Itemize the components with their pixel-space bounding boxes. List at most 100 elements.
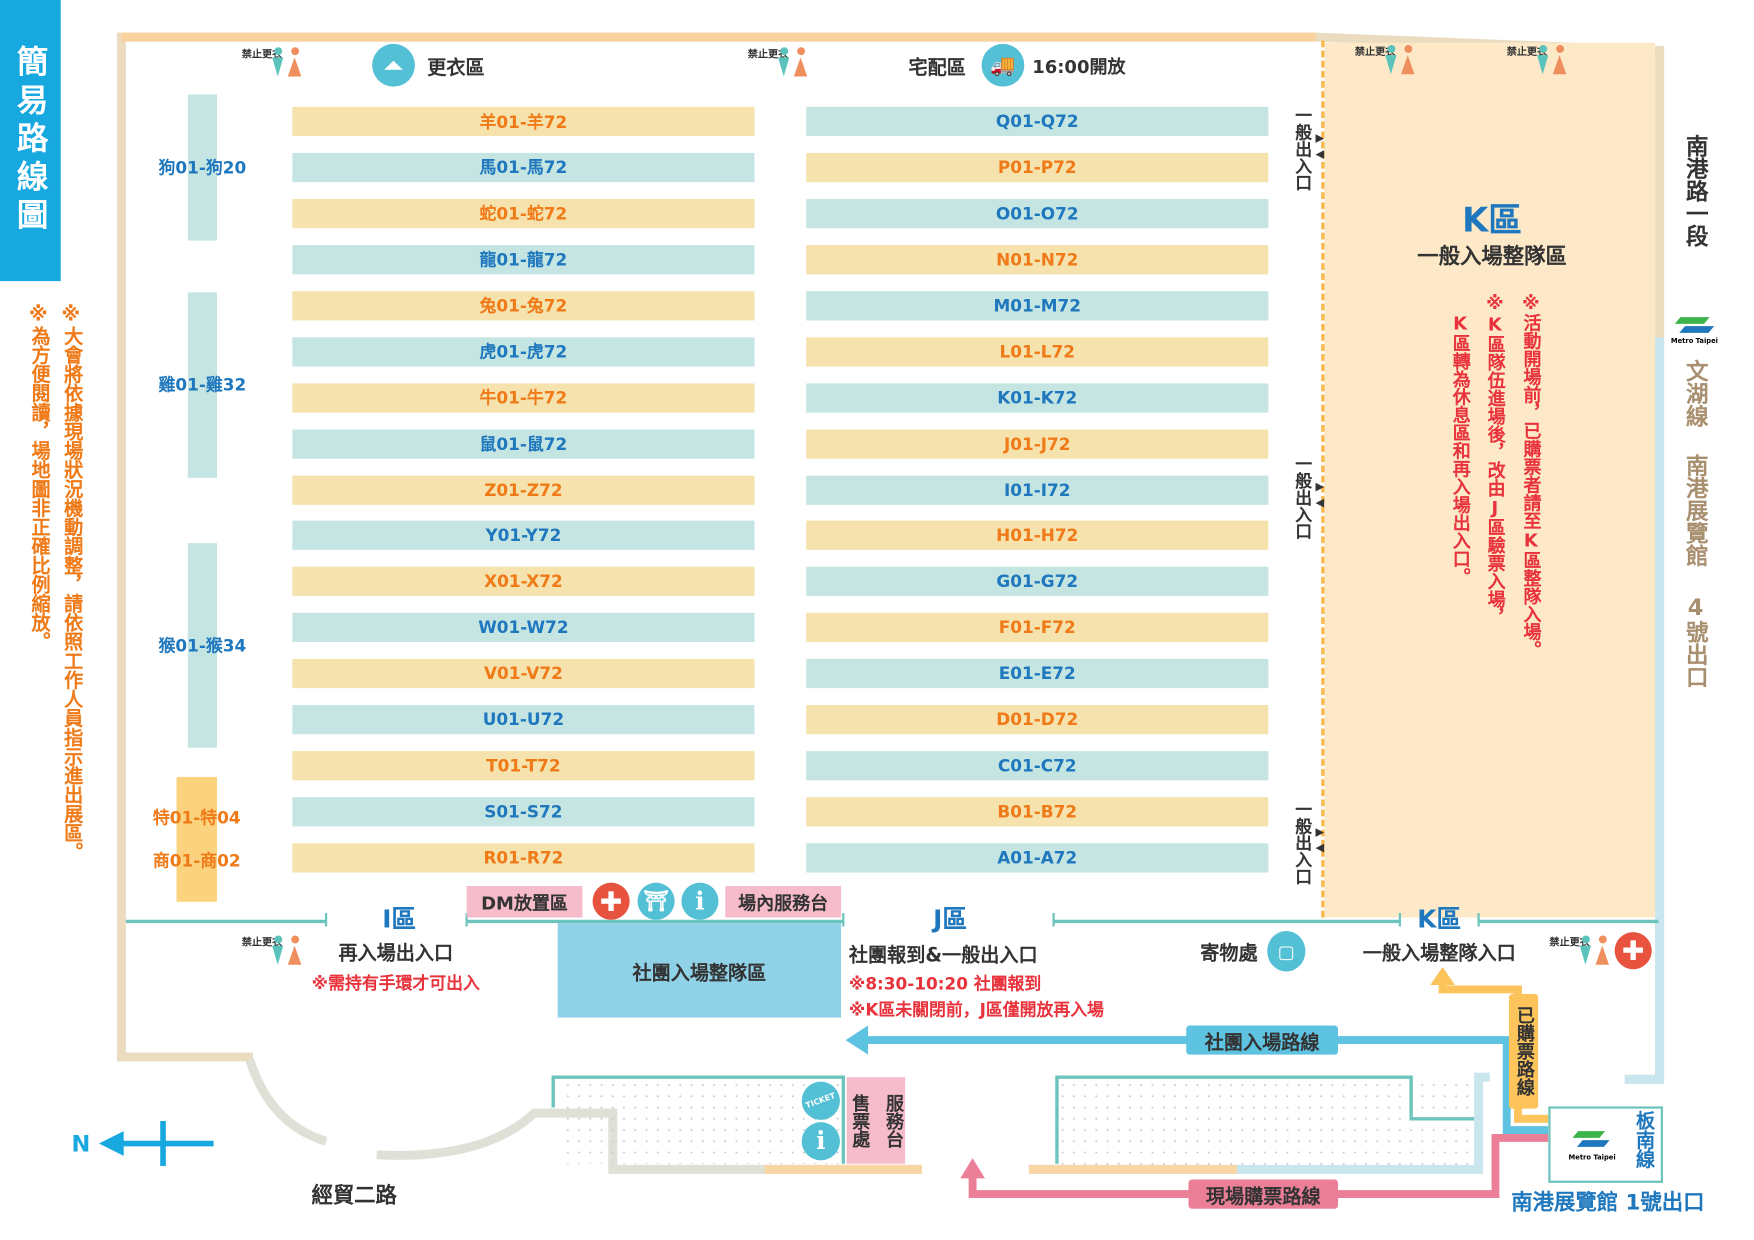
booth-row: X01-X72 — [292, 567, 755, 597]
section-tick — [1477, 913, 1480, 927]
chicken-label: 雞01-雞32 — [158, 374, 247, 396]
booth-row: 鼠01-鼠72 — [292, 429, 755, 459]
locker-label: 寄物處 — [1200, 942, 1258, 966]
road-jingmao: 經貿二路 — [311, 1183, 397, 1209]
booth-row: I01-I72 — [806, 475, 1269, 505]
chicken-block — [187, 292, 218, 478]
gate-arrows-icon: ▶◀ — [1315, 481, 1325, 510]
k-zone-subtitle: 一般入場整隊區 — [1417, 244, 1567, 270]
stool-icon: ⛩ — [637, 882, 675, 920]
special-block — [176, 776, 218, 902]
bought-route-label: 已購票路線 — [1508, 993, 1539, 1109]
note-scale: ※為方便閱讀，場地圖非正確比例縮放。 — [26, 303, 50, 652]
booth-row: C01-C72 — [806, 751, 1269, 781]
road-arc — [245, 1057, 328, 1146]
ticket-icon: TICKET — [801, 1081, 840, 1120]
service-desk-area: 場內服務台 — [725, 886, 842, 918]
exit1-label: 南港展覽館 1號出口 — [1511, 1190, 1705, 1215]
ticket-office-label: 售票處 — [848, 1093, 871, 1148]
gate-arrows-icon: ▶◀ — [1315, 826, 1325, 855]
booth-row: W01-W72 — [292, 613, 755, 643]
delivery-time: 16:00開放 — [1032, 56, 1126, 78]
booth-row: O01-O72 — [806, 198, 1269, 229]
k-gate-label: 一般入場整隊入口 — [1362, 942, 1516, 966]
booth-row: S01-S72 — [292, 797, 755, 827]
booth-row: U01-U72 — [292, 705, 755, 735]
section-tick — [465, 913, 468, 927]
booth-row: R01-R72 — [292, 843, 755, 873]
j-gate-label: 社團報到&一般出入口 — [848, 944, 1038, 967]
onsite-route-line — [968, 1133, 1549, 1199]
booth-row: 龍01-龍72 — [292, 244, 755, 275]
booth-row: N01-N72 — [806, 244, 1269, 275]
booth-row: H01-H72 — [806, 521, 1269, 551]
j-zone-label: J區 — [933, 906, 968, 935]
booth-row: F01-F72 — [806, 613, 1269, 643]
special-label: 特01-特04 — [152, 807, 241, 829]
k-zone-divider — [1321, 40, 1325, 918]
bought-route-line — [1438, 980, 1549, 1123]
booth-row: A01-A72 — [806, 843, 1269, 873]
north-label: N — [71, 1130, 91, 1158]
first-aid-icon: ✚ — [1614, 932, 1652, 970]
section-line — [125, 919, 327, 924]
j-note-1: ※8:30-10:20 社團報到 — [848, 973, 1042, 994]
road-nangang: 南港路一段 — [1682, 134, 1710, 248]
truck-icon: 🚚 — [981, 43, 1025, 87]
dog-block — [187, 94, 218, 241]
booth-row: 馬01-馬72 — [292, 152, 755, 183]
k-zone-area — [1324, 42, 1656, 918]
north-arrow — [118, 1121, 214, 1167]
info-icon: i — [681, 882, 719, 920]
i-gate-note: ※需持有手環才可出入 — [311, 973, 480, 994]
dog-label: 狗01-狗20 — [158, 157, 247, 179]
i-zone-label: I區 — [382, 906, 417, 935]
section-tick — [324, 913, 328, 927]
section-line — [1053, 919, 1400, 924]
group-route-line — [865, 1036, 1549, 1134]
delivery-label: 宅配區 — [908, 57, 966, 80]
k-note-3: K區轉為休息區和再入場出入口。 — [1449, 312, 1471, 586]
no-changing-icon: 禁止更衣 — [1507, 44, 1572, 79]
no-changing-icon: 禁止更衣 — [748, 47, 813, 81]
hanger-icon: ⏶ — [372, 43, 415, 87]
booth-row: 蛇01-蛇72 — [292, 198, 755, 229]
k-zone-gate-label: K區 — [1417, 906, 1462, 935]
info-icon: i — [801, 1122, 840, 1161]
booth-row: G01-G72 — [806, 567, 1269, 597]
booth-row: 兔01-兔72 — [292, 290, 755, 321]
k-note-1: ※活動開場前，已購票者請至K區整隊入場。 — [1520, 292, 1542, 659]
no-changing-icon: 禁止更衣 — [1549, 935, 1614, 970]
note-adjust: ※大會將依據現場狀況機動調整，請依照工作人員指示進出展區。 — [59, 303, 83, 862]
group-route-label: 社團入場路線 — [1186, 1025, 1339, 1055]
booth-row: V01-V72 — [292, 659, 755, 689]
general-gate-label: 一般出入口 — [1293, 800, 1314, 885]
booth-row: 牛01-牛72 — [292, 382, 755, 413]
onsite-route-label: 現場購票路線 — [1188, 1179, 1339, 1209]
group-queue-area: 社團入場整隊區 — [557, 923, 842, 1018]
metro-logo-icon: Metro Taipei — [1671, 315, 1718, 349]
monkey-block — [187, 543, 218, 748]
section-tick — [842, 913, 845, 927]
no-changing-icon: 禁止更衣 — [1355, 44, 1420, 79]
metro-line-label: 板南線 — [1631, 1110, 1654, 1169]
section-line — [1478, 919, 1659, 924]
k-note-2: ※K區隊伍進場後，改由J區驗票入場， — [1484, 292, 1506, 627]
ticket-service-area: 售票處 服務台 — [846, 1077, 906, 1164]
gate-arrows-icon: ▶◀ — [1315, 132, 1325, 161]
section-line — [466, 919, 844, 924]
first-aid-icon: ✚ — [592, 882, 630, 920]
booth-row: J01-J72 — [806, 429, 1269, 459]
booth-row: B01-B72 — [806, 797, 1269, 827]
section-tick — [1052, 913, 1055, 927]
booth-row: 羊01-羊72 — [292, 106, 755, 137]
booth-row: E01-E72 — [806, 659, 1269, 689]
booth-row: Z01-Z72 — [292, 475, 755, 505]
section-tick — [1398, 913, 1402, 927]
booth-row: L01-L72 — [806, 336, 1269, 367]
no-changing-icon: 禁止更衣 — [242, 935, 307, 970]
booth-row: M01-M72 — [806, 290, 1269, 321]
j-note-2: ※K區未關閉前，J區僅開放再入場 — [848, 999, 1104, 1020]
service-label: 服務台 — [882, 1093, 905, 1148]
